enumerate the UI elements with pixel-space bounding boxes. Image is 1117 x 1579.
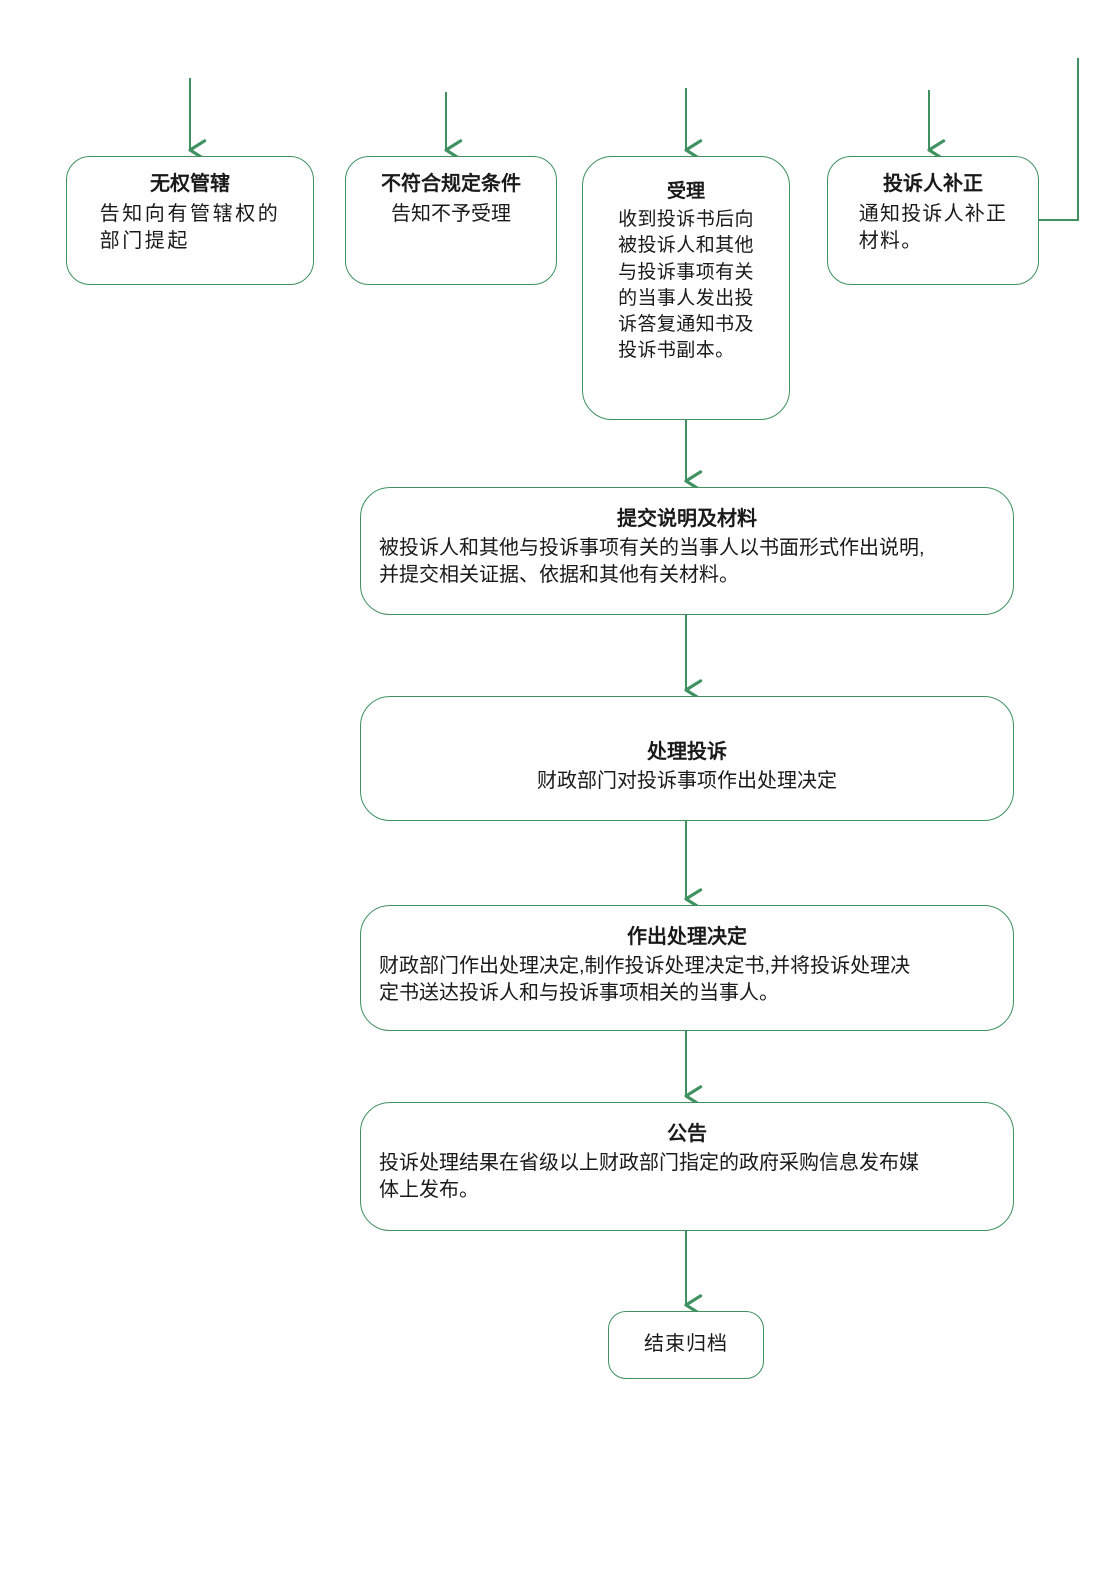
node-not-conform[interactable]: 不符合规定条件 告知不予受理: [345, 156, 557, 285]
feedback-loop-from-supplement: [1039, 58, 1079, 221]
node-not-conform-body: 告知不予受理: [391, 202, 511, 225]
node-handle-complaint-title: 处理投诉: [647, 741, 727, 763]
node-no-jurisdiction-title: 无权管辖: [150, 173, 230, 195]
node-handle-complaint-body: 财政部门对投诉事项作出处理决定: [537, 769, 837, 792]
node-accept[interactable]: 受理 收到投诉书后向 被投诉人和其他 与投诉事项有关 的当事人发出投 诉答复通知…: [582, 156, 790, 420]
node-not-conform-title: 不符合规定条件: [381, 173, 521, 195]
node-submit-materials[interactable]: 提交说明及材料 被投诉人和其他与投诉事项有关的当事人以书面形式作出说明, 并提交…: [360, 487, 1014, 615]
node-make-decision-title: 作出处理决定: [627, 926, 747, 948]
node-make-decision[interactable]: 作出处理决定 财政部门作出处理决定,制作投诉处理决定书,并将投诉处理决 定书送达…: [360, 905, 1014, 1031]
node-submit-materials-body: 被投诉人和其他与投诉事项有关的当事人以书面形式作出说明, 并提交相关证据、依据和…: [379, 536, 925, 587]
node-supplement-title: 投诉人补正: [883, 173, 983, 195]
node-announcement-title: 公告: [667, 1123, 707, 1145]
node-accept-title: 受理: [666, 181, 705, 202]
node-no-jurisdiction-body: 告知向有管辖权的 部门提起: [99, 202, 281, 253]
node-submit-materials-title: 提交说明及材料: [617, 508, 757, 530]
node-announcement[interactable]: 公告 投诉处理结果在省级以上财政部门指定的政府采购信息发布媒 体上发布。: [360, 1102, 1014, 1231]
node-handle-complaint[interactable]: 处理投诉 财政部门对投诉事项作出处理决定: [360, 696, 1014, 821]
node-no-jurisdiction[interactable]: 无权管辖 告知向有管辖权的 部门提起: [66, 156, 314, 285]
node-supplement-body: 通知投诉人补正 材料。: [858, 202, 1008, 253]
node-make-decision-body: 财政部门作出处理决定,制作投诉处理决定书,并将投诉处理决 定书送达投诉人和与投诉…: [379, 954, 911, 1005]
node-announcement-body: 投诉处理结果在省级以上财政部门指定的政府采购信息发布媒 体上发布。: [379, 1151, 919, 1202]
node-accept-body: 收到投诉书后向 被投诉人和其他 与投诉事项有关 的当事人发出投 诉答复通知书及 …: [618, 209, 754, 362]
node-end-archive-label: 结束归档: [644, 1333, 728, 1356]
node-supplement[interactable]: 投诉人补正 通知投诉人补正 材料。: [827, 156, 1039, 285]
node-end-archive[interactable]: 结束归档: [608, 1311, 764, 1379]
